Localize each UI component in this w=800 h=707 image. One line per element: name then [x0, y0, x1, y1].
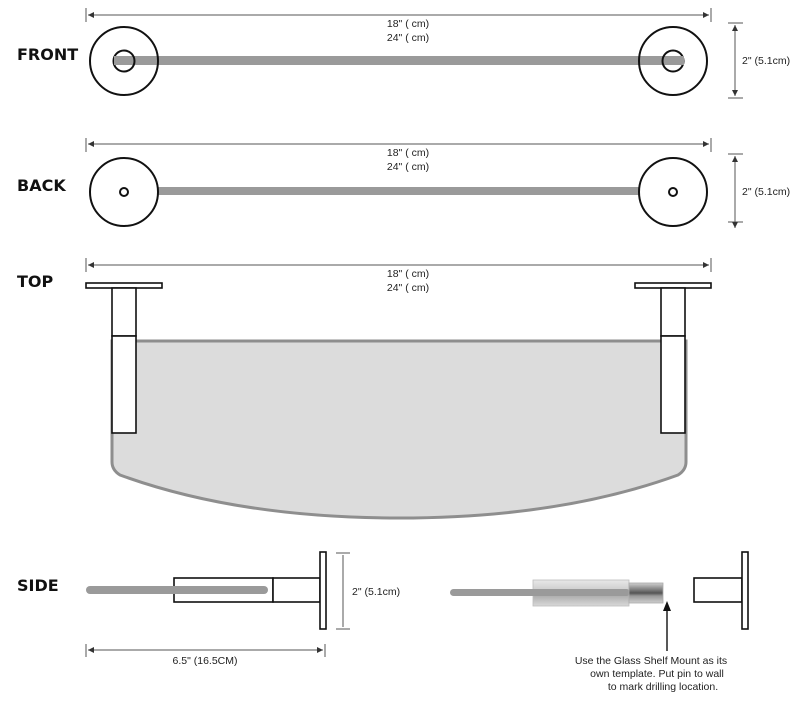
top-view: TOP 18" ( cm) 24" ( cm) — [17, 258, 712, 520]
back-width-dim-24: 24" ( cm) — [387, 161, 429, 173]
side-depth-dim: 6.5" (16.5CM) — [173, 655, 238, 667]
top-left-bracket — [85, 282, 163, 434]
glass-shelf — [110, 339, 688, 520]
side-height-dimension: 2" (5.1cm) — [336, 552, 400, 630]
front-width-dimension: 18" ( cm) 24" ( cm) — [85, 8, 712, 44]
front-width-dim-18: 18" ( cm) — [387, 18, 429, 30]
note-line-2: own template. Put pin to wall — [590, 668, 724, 680]
mounting-note: Use the Glass Shelf Mount as its own tem… — [575, 655, 727, 693]
back-height-dimension: 2" (5.1cm) — [728, 153, 790, 228]
front-view-label: FRONT — [17, 45, 78, 64]
front-height-dimension: 2" (5.1cm) — [728, 22, 790, 99]
side-view: SIDE 2" (5.1cm) 6.5" (16.5CM) — [17, 551, 749, 693]
note-line-3: to mark drilling location. — [608, 681, 718, 693]
top-width-dim-18: 18" ( cm) — [387, 268, 429, 280]
back-towel-rod — [158, 187, 640, 195]
back-view: BACK 18" ( cm) 24" ( cm) 2" (5.1cm) — [17, 138, 790, 228]
back-height-dim: 2" (5.1cm) — [742, 186, 790, 198]
front-right-flange — [638, 26, 708, 96]
side-assembled-bracket — [86, 551, 327, 630]
back-left-flange — [89, 157, 159, 227]
front-left-flange — [89, 26, 159, 96]
front-width-dim-24: 24" ( cm) — [387, 32, 429, 44]
side-depth-dimension: 6.5" (16.5CM) — [85, 644, 326, 667]
side-view-label: SIDE — [17, 576, 59, 595]
note-line-1: Use the Glass Shelf Mount as its — [575, 655, 727, 667]
side-glass-edge — [86, 586, 268, 594]
pin-pointer-arrow — [663, 601, 671, 651]
back-width-dim-18: 18" ( cm) — [387, 147, 429, 159]
back-view-label: BACK — [17, 176, 66, 195]
front-view: FRONT 18" ( cm) 24" ( cm) 2" (5.1cm) — [17, 8, 790, 99]
back-right-flange — [638, 157, 708, 227]
exploded-glass-edge — [450, 589, 630, 596]
exploded-glass-mount — [450, 579, 664, 607]
top-width-dimension: 18" ( cm) 24" ( cm) — [85, 258, 712, 294]
mount-pin — [628, 582, 664, 604]
front-height-dim: 2" (5.1cm) — [742, 55, 790, 67]
side-height-dim: 2" (5.1cm) — [352, 586, 400, 598]
top-view-label: TOP — [17, 272, 54, 291]
back-width-dimension: 18" ( cm) 24" ( cm) — [85, 138, 712, 173]
top-right-bracket — [634, 282, 712, 434]
front-towel-rod — [114, 56, 684, 65]
exploded-wall-flange — [693, 551, 749, 630]
top-width-dim-24: 24" ( cm) — [387, 282, 429, 294]
